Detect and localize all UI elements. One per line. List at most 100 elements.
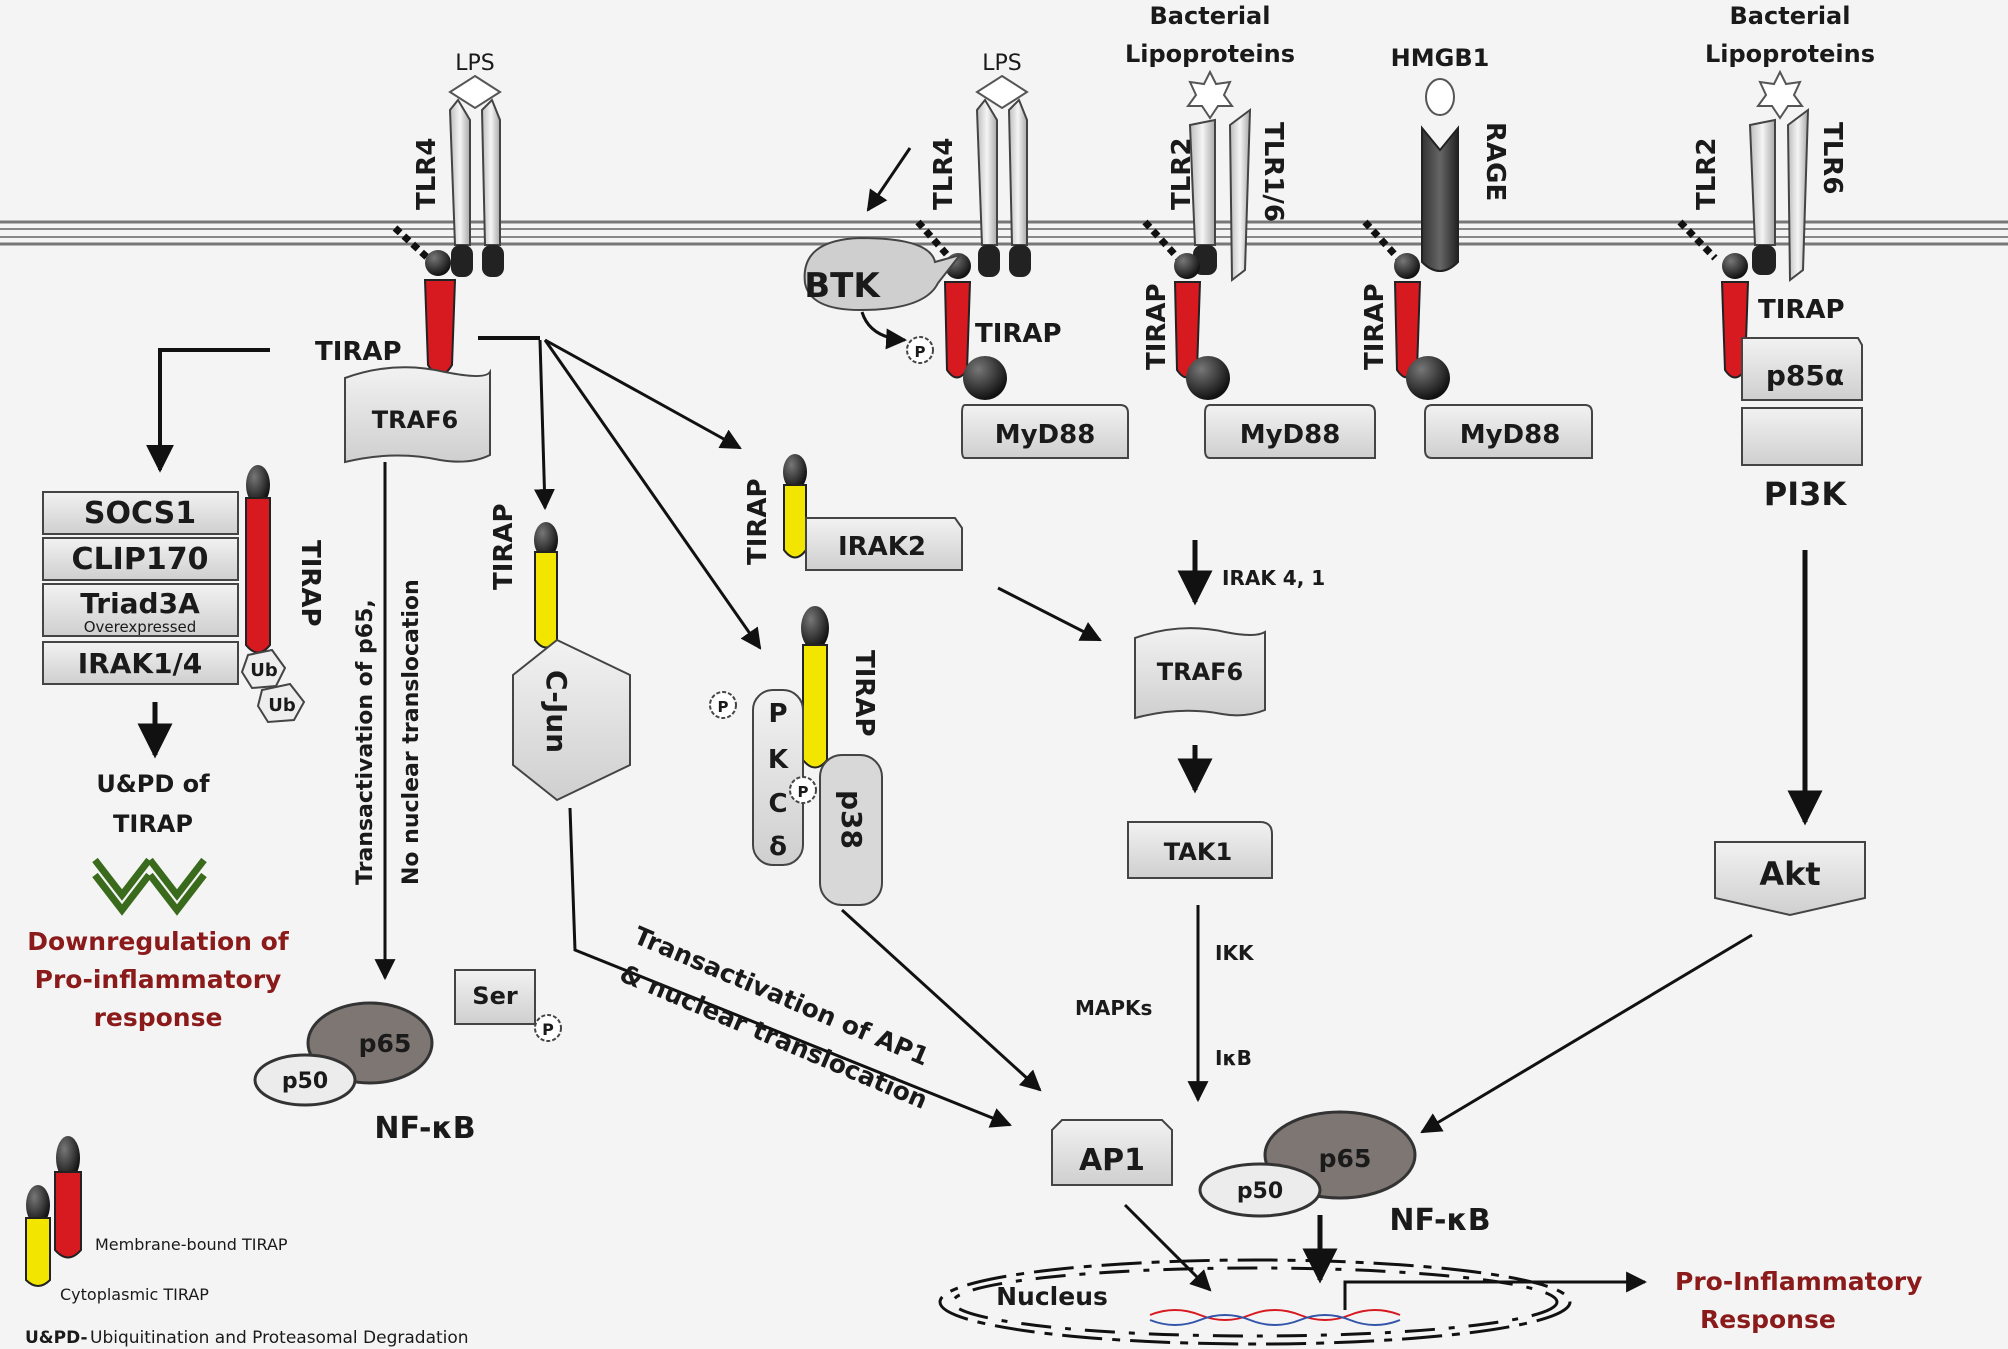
svg-text:P: P (915, 343, 926, 361)
tlr4-receptor-left: LPS TLR4 (392, 51, 504, 376)
svg-text:TLR2: TLR2 (1692, 138, 1722, 210)
lps-label-left: LPS (455, 51, 495, 76)
irak2-node: TIRAP IRAK2 (743, 454, 963, 571)
svg-text:Overexpressed: Overexpressed (84, 618, 197, 636)
svg-text:p50: p50 (1237, 1179, 1283, 1204)
svg-text:MyD88: MyD88 (1240, 420, 1341, 450)
ikk-label: IKK (1215, 941, 1255, 965)
pro-inflammatory-label-2: Response (1700, 1305, 1836, 1334)
socs1-box: SOCS1 (42, 491, 239, 535)
svg-text:TLR1/6: TLR1/6 (1258, 122, 1288, 222)
svg-text:TIRAP: TIRAP (489, 503, 519, 590)
transact-p65-label-1: Transactivation of p65, (353, 599, 378, 885)
cjun-node: TIRAP C-Jun (489, 503, 631, 802)
lps-ligand-left (448, 74, 502, 110)
legend-cyto: Cytoplasmic TIRAP (60, 1285, 209, 1304)
svg-text:BTK: BTK (804, 266, 881, 306)
rage-receptor: RAGE TIRAP (1360, 78, 1510, 400)
ubiquitin-tags: Ub Ub (240, 648, 306, 724)
akt-node: Akt (1714, 841, 1866, 917)
nfkb-complex-left: Ser P p65 p50 NF-κB (253, 969, 562, 1146)
svg-text:p65: p65 (1319, 1144, 1372, 1173)
cell-membrane (0, 220, 2008, 246)
triad3a-box: Triad3A Overexpressed (42, 583, 239, 637)
downregulation-label-2: Pro-inflammatory (35, 965, 282, 994)
svg-text:Nucleus: Nucleus (996, 1282, 1108, 1311)
tirap-label-1: TIRAP (315, 337, 402, 367)
svg-text:p85α: p85α (1766, 359, 1844, 392)
tlr2-receptor-a: TLR2 TLR1/6 TIRAP (1142, 69, 1288, 400)
svg-text:Akt: Akt (1759, 855, 1820, 893)
svg-text:P: P (718, 698, 729, 716)
ikb-label: IκB (1215, 1046, 1252, 1070)
svg-text:RAGE: RAGE (1480, 122, 1510, 201)
irak41-label: IRAK 4, 1 (1222, 566, 1325, 590)
legend-membrane: Membrane-bound TIRAP (95, 1235, 288, 1254)
nfkb-label-left: NF-κB (374, 1111, 475, 1146)
pkc-p38-node: TIRAP P K C δ P P p38 (709, 606, 883, 906)
myd88-box-a: MyD88 (961, 404, 1129, 459)
nfkb-complex-right: p65 p50 NF-κB (1198, 1110, 1491, 1238)
upd-label-2: TIRAP (113, 810, 193, 838)
svg-text:MyD88: MyD88 (1460, 420, 1561, 450)
svg-text:p38: p38 (835, 790, 868, 849)
svg-text:Ub: Ub (268, 695, 296, 716)
bact-label-a2: Lipoproteins (1125, 40, 1295, 68)
svg-text:MyD88: MyD88 (995, 420, 1096, 450)
legend-upd-key: U&PD- (25, 1328, 88, 1348)
svg-text:AP1: AP1 (1079, 1143, 1145, 1178)
bact-label-b2: Lipoproteins (1705, 40, 1875, 68)
downregulation-arrows (92, 857, 207, 916)
svg-text:TIRAP: TIRAP (295, 540, 325, 627)
svg-text:IRAK1/4: IRAK1/4 (78, 647, 203, 680)
svg-text:Triad3A: Triad3A (80, 587, 200, 620)
ap1-box: AP1 (1051, 1119, 1173, 1186)
tirap-label-9: TIRAP (1758, 295, 1845, 325)
upd-label-1: U&PD of (96, 770, 210, 798)
svg-text:δ: δ (769, 832, 787, 862)
svg-text:TLR2: TLR2 (1167, 138, 1197, 210)
traf6-box-left: TRAF6 (344, 366, 491, 464)
transact-p65-label-2: No nuclear translocation (399, 579, 424, 885)
nfkb-label-right: NF-κB (1389, 1203, 1490, 1238)
svg-text:p50: p50 (282, 1069, 328, 1094)
svg-text:TIRAP: TIRAP (849, 650, 879, 737)
membrane-tirap-red (423, 279, 457, 376)
svg-text:K: K (768, 745, 789, 775)
pi3k-node: p85α PI3K (1741, 337, 1863, 513)
svg-text:TLR4: TLR4 (929, 138, 959, 210)
bact-label-a1: Bacterial (1150, 2, 1271, 30)
svg-text:C: C (768, 789, 787, 819)
legend-upd-text: Ubiquitination and Proteasomal Degradati… (90, 1328, 469, 1348)
legend: Membrane-bound TIRAP Cytoplasmic TIRAP U… (25, 1136, 469, 1348)
tak1-box: TAK1 (1127, 821, 1273, 879)
svg-text:p65: p65 (359, 1029, 412, 1058)
traf6-box-center: TRAF6 (1134, 627, 1266, 720)
svg-text:TIRAP: TIRAP (1142, 283, 1172, 370)
svg-text:TIRAP: TIRAP (743, 478, 773, 565)
clip170-box: CLIP170 (42, 537, 239, 581)
svg-text:TRAF6: TRAF6 (1157, 658, 1244, 686)
svg-text:TIRAP: TIRAP (1360, 283, 1390, 370)
tirap-label-6: TIRAP (975, 319, 1062, 349)
downregulation-label-1: Downregulation of (27, 927, 290, 956)
myd88-box-b: MyD88 (1204, 404, 1376, 459)
svg-text:PI3K: PI3K (1764, 475, 1848, 513)
bact-label-b1: Bacterial (1730, 2, 1851, 30)
myd88-box-c: MyD88 (1424, 404, 1593, 459)
svg-text:IRAK2: IRAK2 (838, 532, 926, 562)
svg-text:SOCS1: SOCS1 (84, 496, 196, 531)
svg-text:TLR6: TLR6 (1817, 122, 1847, 194)
svg-text:C-Jun: C-Jun (540, 670, 573, 753)
dna-strand (1149, 1309, 1401, 1321)
svg-text:P: P (542, 1020, 554, 1039)
nucleus: Nucleus (938, 1258, 1572, 1346)
svg-text:P: P (798, 783, 809, 801)
downregulation-label-3: response (94, 1003, 223, 1032)
mapks-label: MAPKs (1075, 996, 1152, 1020)
svg-text:P: P (768, 699, 787, 729)
traf6-label-left: TRAF6 (372, 406, 459, 434)
tirap-red-degraded: TIRAP (245, 465, 325, 654)
svg-text:Ser: Ser (472, 982, 518, 1010)
